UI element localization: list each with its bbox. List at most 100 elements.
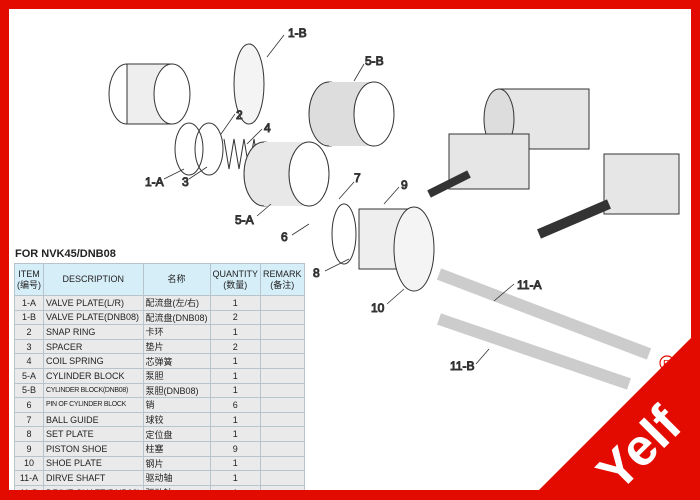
table-row: 1-B VALVE PLATE(DNB08) 配流盘(DNB08) 2 [14, 309, 305, 326]
header-item-cn: (编号) [17, 279, 41, 290]
cell-item: 5-B [14, 382, 44, 399]
cell-remark [260, 397, 305, 413]
cell-quantity: 1 [209, 411, 262, 428]
cell-quantity: 2 [209, 338, 262, 355]
cell-quantity: 1 [209, 484, 262, 490]
cell-quantity: 1 [209, 353, 262, 369]
cell-remark [260, 382, 305, 399]
callout-8: 8 [313, 266, 320, 280]
callout-5b: 5-B [365, 54, 384, 68]
table-row: 9 PISTON SHOE 柱塞 9 [14, 440, 305, 457]
cell-quantity: 2 [209, 309, 262, 326]
callout-6: 6 [281, 230, 288, 244]
product-image: 1-B 5-B 2 4 1-A 3 7 9 5-A 6 8 10 11-A 11… [9, 9, 691, 490]
cell-quantity: 1 [209, 470, 262, 486]
cell-description: PISTON SHOE [43, 440, 144, 457]
cell-quantity: 1 [209, 324, 262, 340]
cell-remark [260, 295, 305, 311]
cell-item: 1-A [14, 295, 44, 311]
table-row: 5-A CYLINDER BLOCK 泵胆 1 [14, 367, 305, 384]
registered-mark: R [663, 359, 670, 370]
leader-lines [163, 34, 515, 365]
table-title: FOR NVK45/DNB08 [15, 248, 116, 260]
cell-name-cn: 垫片 [142, 338, 211, 355]
cell-description: CYLINDER BLOCK [43, 367, 144, 384]
cell-name-cn: 卡环 [142, 324, 211, 340]
cell-remark [260, 309, 305, 326]
cell-remark [260, 338, 305, 355]
cell-name-cn: 泵胆 [142, 367, 211, 384]
cylinder-assembly-left [108, 63, 191, 125]
cylinder-block-5a [243, 141, 330, 207]
cylinder-block-5b [308, 81, 395, 147]
cell-name-cn: 球铰 [142, 411, 211, 428]
header-quantity-cn: (数量) [223, 279, 248, 290]
cell-remark [260, 324, 305, 340]
table-row: 1-A VALVE PLATE(L/R) 配流盘(左/右) 1 [14, 295, 305, 311]
cell-name-cn: 泵胆(DNB08) [142, 382, 211, 399]
callout-11a: 11-A [517, 278, 541, 292]
cell-item: 7 [14, 411, 44, 428]
cell-item: 8 [14, 426, 44, 442]
pump-assembly-right [427, 88, 680, 239]
callout-10: 10 [371, 301, 385, 315]
cell-name-cn: 配流盘(DNB08) [142, 309, 211, 326]
table-row: 10 SHOE PLATE 钢片 1 [14, 455, 305, 472]
cell-item: 11-A [14, 470, 44, 486]
cell-name-cn: 驱动轴 [142, 484, 211, 490]
table-row: 6 PIN OF CYLINDER BLOCK 销 6 [14, 397, 305, 413]
header-name-cn: 名称 [142, 263, 211, 296]
cell-remark [260, 455, 305, 472]
parts-table: ITEM(编号) DESCRIPTION 名称 QUANTITY(数量) REM… [14, 263, 305, 490]
cell-quantity: 9 [209, 440, 262, 457]
cell-item: 2 [14, 324, 44, 340]
cell-item: 3 [14, 338, 44, 355]
cell-name-cn: 定位盘 [142, 426, 211, 442]
cell-item: 5-A [14, 367, 44, 384]
yeif-logo: YeIf R [539, 338, 691, 490]
table-header: ITEM(编号) DESCRIPTION 名称 QUANTITY(数量) REM… [14, 263, 305, 296]
cell-item: 10 [14, 455, 44, 472]
cell-description: SHOE PLATE [43, 455, 144, 472]
cell-name-cn: 销 [142, 397, 211, 413]
cell-quantity: 1 [209, 367, 262, 384]
cell-description: PIN OF CYLINDER BLOCK [43, 397, 144, 413]
callout-7: 7 [354, 171, 361, 185]
cell-description: SPACER [43, 338, 144, 355]
cell-quantity: 6 [209, 397, 262, 413]
callout-1a: 1-A [145, 175, 164, 189]
table-row: 8 SET PLATE 定位盘 1 [14, 426, 305, 442]
pistons-and-shoe-plate [331, 203, 435, 292]
cell-item: 9 [14, 440, 44, 457]
snap-ring [174, 122, 224, 176]
cell-quantity: 1 [209, 295, 262, 311]
callout-2: 2 [236, 108, 243, 122]
cell-item: 6 [14, 397, 44, 413]
cell-name-cn: 柱塞 [142, 440, 211, 457]
table-row: 3 SPACER 垫片 2 [14, 338, 305, 355]
cell-item: 1-B [14, 309, 44, 326]
callout-9: 9 [401, 178, 408, 192]
cell-description: VALVE PLATE(DNB08) [43, 309, 144, 326]
cell-remark [260, 484, 305, 490]
cell-quantity: 1 [209, 382, 262, 399]
header-quantity: QUANTITY [212, 268, 259, 279]
table-row: 4 COIL SPRING 芯弹簧 1 [14, 353, 305, 369]
cell-description: DRIVE SHAFT(DNB08) [43, 484, 144, 490]
cell-item: 4 [14, 353, 44, 369]
cell-description: CYLINDER BLOCK(DNB08) [43, 382, 144, 399]
cell-name-cn: 驱动轴 [142, 470, 211, 486]
table-row: 5-B CYLINDER BLOCK(DNB08) 泵胆(DNB08) 1 [14, 382, 305, 399]
callout-5a: 5-A [235, 213, 254, 227]
cell-description: COIL SPRING [43, 353, 144, 369]
cell-description: SET PLATE [43, 426, 144, 442]
cell-description: VALVE PLATE(L/R) [43, 295, 144, 311]
cell-remark [260, 440, 305, 457]
callout-4: 4 [264, 121, 271, 135]
header-item: ITEM [18, 268, 40, 279]
callout-3: 3 [182, 175, 189, 189]
cell-name-cn: 芯弹簧 [142, 353, 211, 369]
cell-name-cn: 配流盘(左/右) [142, 295, 211, 311]
cell-name-cn: 钢片 [142, 455, 211, 472]
cell-remark [260, 353, 305, 369]
